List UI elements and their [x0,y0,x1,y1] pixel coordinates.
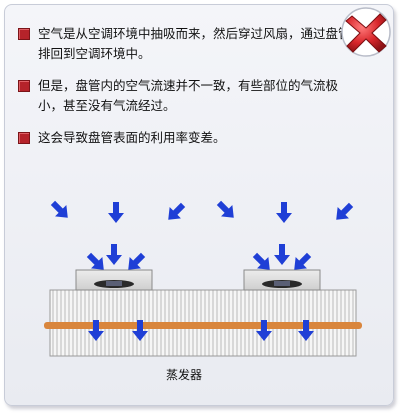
x-mark-icon [341,7,391,57]
bullet-text: 但是，盘管内的空气流速并不一致，有些部位的气流极小，甚至没有气流经过。 [38,78,339,113]
bullet-marker [18,28,30,40]
airflow-arrow-icon [330,199,357,226]
bullet-item-3: 这会导致盘管表面的利用率变差。 [18,128,358,148]
bullet-text: 这会导致盘管表面的利用率变差。 [38,130,226,145]
bullet-marker [18,132,30,144]
bullet-list: 空气是从空调环境中抽吸而来，然后穿过风扇，通过盘管排回到空调环境中。 但是，盘管… [18,24,358,160]
bullet-text: 空气是从空调环境中抽吸而来，然后穿过风扇，通过盘管排回到空调环境中。 [38,26,351,61]
bullet-item-2: 但是，盘管内的空气流速并不一致，有些部位的气流极小，甚至没有气流经过。 [18,76,358,116]
airflow-arrow-icon [108,202,124,223]
diagram-caption: 蒸发器 [166,368,203,382]
airflow-arrow-icon [276,202,292,223]
coil-pipe [44,322,362,329]
airflow-arrow-icon [274,244,290,265]
bullet-item-1: 空气是从空调环境中抽吸而来，然后穿过风扇，通过盘管排回到空调环境中。 [18,24,358,64]
fan-housing-left [75,269,153,291]
fan-housing-right [243,269,321,291]
bullet-marker [18,80,30,92]
airflow-arrow-icon [47,197,74,224]
airflow-arrow-icon [213,197,240,224]
airflow-arrow-icon [162,199,189,226]
airflow-arrow-icon [106,244,122,265]
